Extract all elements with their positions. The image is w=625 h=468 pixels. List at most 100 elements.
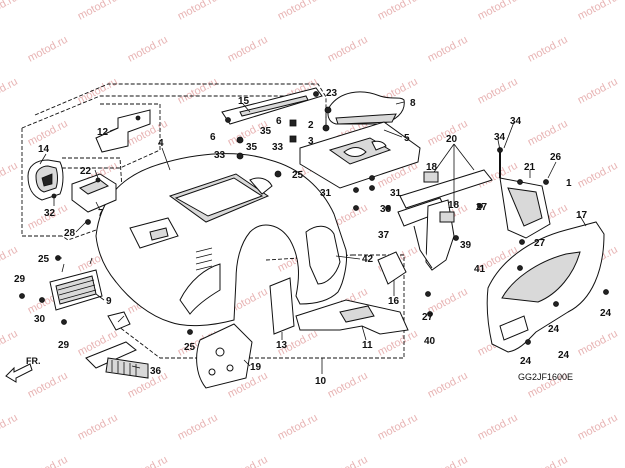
part-cover-7 <box>71 173 117 213</box>
watermark-text: motod.ru <box>576 76 620 107</box>
front-arrow: FR. <box>5 356 41 383</box>
watermark-text: motod.ru <box>476 0 520 23</box>
watermark-text: motod.ru <box>426 454 470 468</box>
callout-6: 6 <box>210 132 216 143</box>
callout-37: 37 <box>378 230 390 241</box>
callout-36: 36 <box>150 366 162 377</box>
callout-29: 29 <box>58 340 70 351</box>
part-carrier-5 <box>299 121 421 189</box>
watermark-text: motod.ru <box>226 34 270 65</box>
callout-25: 25 <box>38 254 50 265</box>
callout-3: 3 <box>308 136 314 147</box>
callout-27: 27 <box>534 238 546 249</box>
watermark-text: motod.ru <box>576 160 620 191</box>
watermark-text: motod.ru <box>526 118 570 149</box>
watermark-text: motod.ru <box>126 454 170 468</box>
callout-33: 33 <box>214 150 226 161</box>
callout-42: 42 <box>362 254 374 265</box>
watermark-text: motod.ru <box>526 454 570 468</box>
callout-35: 35 <box>246 142 258 153</box>
watermark-text: motod.ru <box>576 328 620 359</box>
callout-20: 20 <box>446 134 458 145</box>
callout-10: 10 <box>315 376 327 387</box>
callout-40: 40 <box>424 336 436 347</box>
part-cord-36 <box>85 311 149 379</box>
callout-18: 18 <box>426 162 438 173</box>
callout-31: 31 <box>320 188 332 199</box>
callout-29: 29 <box>14 274 26 285</box>
callout-28: 28 <box>64 228 76 239</box>
watermark-text: motod.ru <box>76 76 120 107</box>
watermark-text: motod.ru <box>0 160 20 191</box>
callout-22: 22 <box>80 166 92 177</box>
part-bracket-12 <box>95 109 151 153</box>
watermark-text: motod.ru <box>326 34 370 65</box>
watermark-text: motod.ru <box>26 454 70 468</box>
callout-33: 33 <box>272 142 284 153</box>
watermark-text: motod.ru <box>276 0 320 23</box>
callout-5: 5 <box>404 133 410 144</box>
watermark-text: motod.ru <box>326 454 370 468</box>
callout-9: 9 <box>106 296 112 307</box>
callout-17: 17 <box>576 210 588 221</box>
callout-26: 26 <box>550 152 562 163</box>
watermark-text: motod.ru <box>26 34 70 65</box>
part-guard-19 <box>196 323 253 389</box>
callout-24: 24 <box>558 350 570 361</box>
callout-34: 34 <box>494 132 506 143</box>
leader-lines <box>39 101 587 374</box>
callout-25: 25 <box>292 170 304 181</box>
watermark-text: motod.ru <box>526 34 570 65</box>
part-flap-13 <box>269 277 295 335</box>
callout-15: 15 <box>238 96 250 107</box>
part-rail-15 <box>221 87 323 125</box>
watermark-text: motod.ru <box>176 0 220 23</box>
callout-41: 41 <box>474 264 486 275</box>
callout-8: 8 <box>410 98 416 109</box>
callout-4: 4 <box>158 138 164 149</box>
callout-39: 39 <box>460 240 472 251</box>
callout-24: 24 <box>520 356 532 367</box>
callout-1: 1 <box>566 178 572 189</box>
watermark-text: motod.ru <box>376 412 420 443</box>
part-reflector-16 <box>377 251 407 285</box>
callout-32: 32 <box>44 208 56 219</box>
part-mudflap-11 <box>295 299 409 335</box>
part-bracket-21 <box>499 177 551 239</box>
callout-19: 19 <box>250 362 262 373</box>
watermark-text: motod.ru <box>0 412 20 443</box>
watermark-text: motod.ru <box>226 454 270 468</box>
watermark-text: motod.ru <box>0 0 20 23</box>
callout-2: 2 <box>308 120 314 131</box>
callout-38: 38 <box>380 204 392 215</box>
part-side-cover-17 <box>486 221 605 353</box>
watermark-text: motod.ru <box>0 328 20 359</box>
callout-14: 14 <box>38 144 50 155</box>
callout-31: 31 <box>390 188 402 199</box>
watermark-text: motod.ru <box>576 0 620 23</box>
watermark-text: motod.ru <box>376 0 420 23</box>
part-inner-panel-42 <box>305 225 341 285</box>
watermark-text: motod.ru <box>576 412 620 443</box>
callout-13: 13 <box>276 340 288 351</box>
callout-18: 18 <box>448 200 460 211</box>
watermark-text: motod.ru <box>0 244 20 275</box>
fender-vents <box>195 247 213 271</box>
callout-30: 30 <box>34 314 46 325</box>
part-rear-fender-4 <box>95 153 347 327</box>
callout-16: 16 <box>388 296 400 307</box>
callout-25: 25 <box>184 342 196 353</box>
watermark-text: motod.ru <box>176 412 220 443</box>
watermark-text: motod.ru <box>0 76 20 107</box>
callout-24: 24 <box>600 308 612 319</box>
callout-34: 34 <box>510 116 522 127</box>
watermark-text: motod.ru <box>326 370 370 401</box>
watermark-text: motod.ru <box>426 370 470 401</box>
callout-23: 23 <box>326 88 338 99</box>
callout-24: 24 <box>548 324 560 335</box>
callout-12: 12 <box>97 127 109 138</box>
callout-11: 11 <box>362 340 373 351</box>
callout-7: 7 <box>98 208 104 219</box>
watermark-text: motod.ru <box>76 0 120 23</box>
watermark-text: motod.ru <box>476 412 520 443</box>
